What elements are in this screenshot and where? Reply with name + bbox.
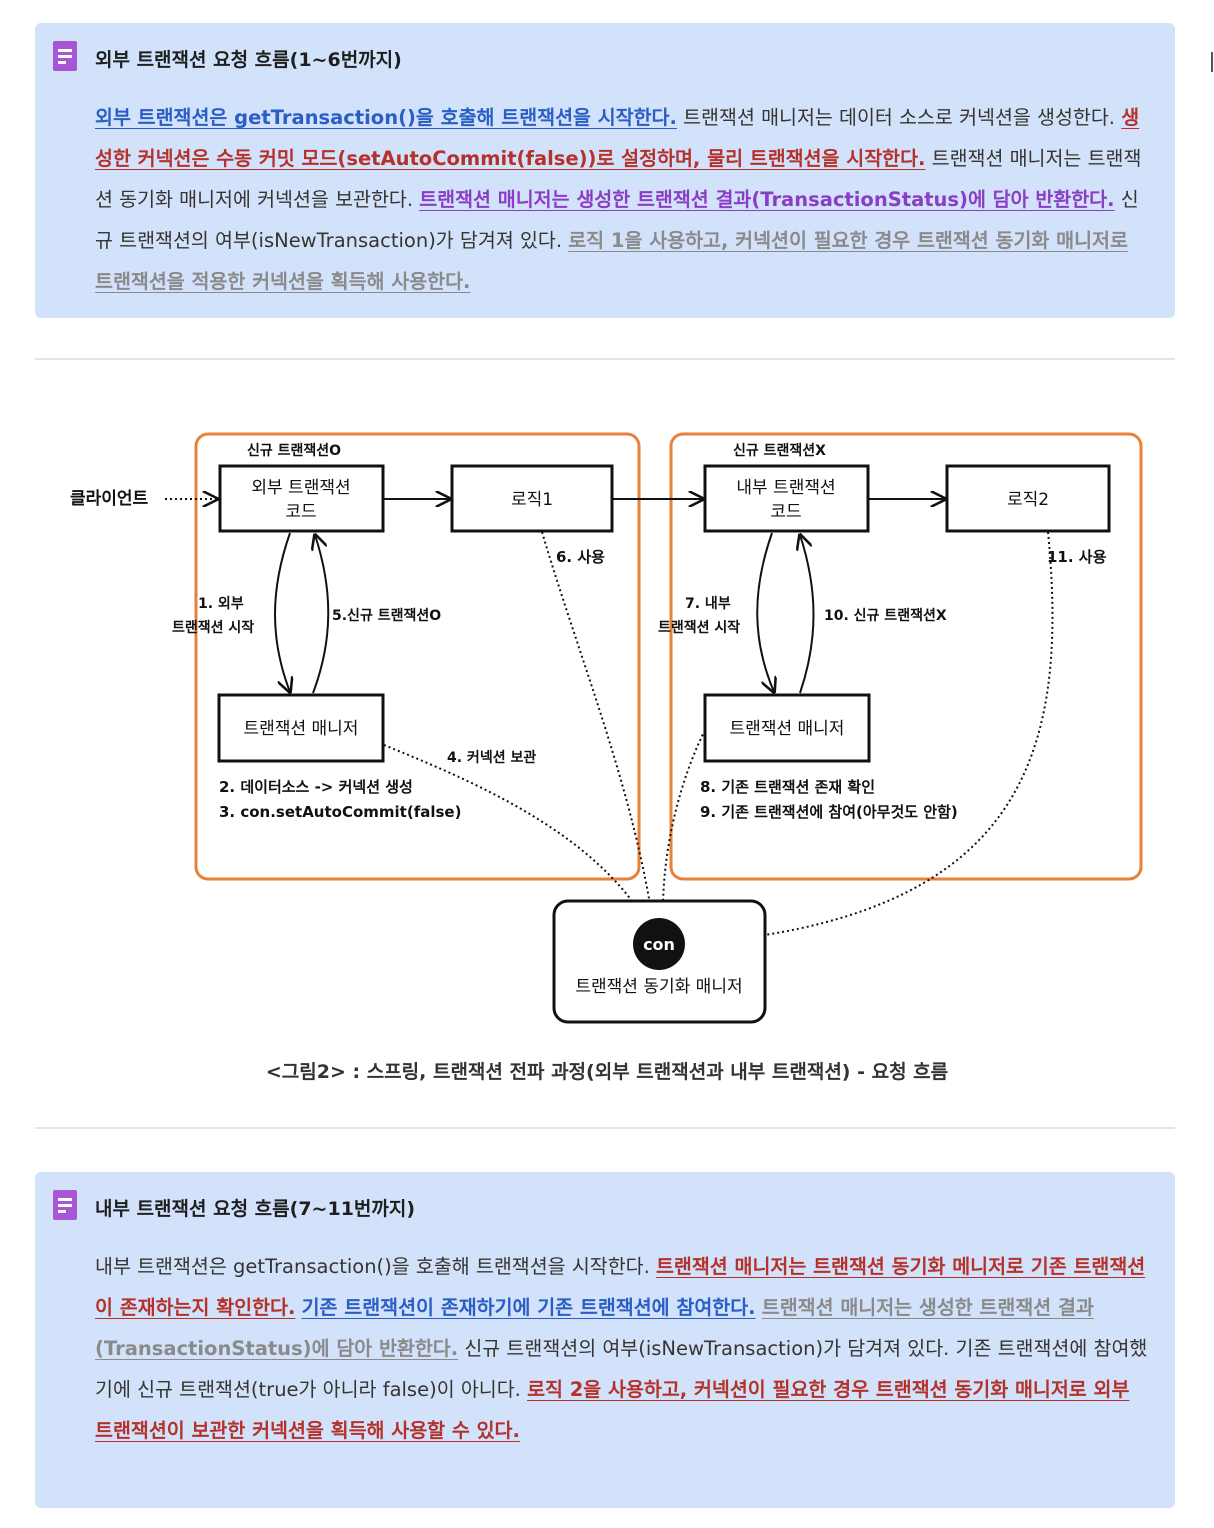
callout-body: 내부 트랜잭션은 getTransaction()을 호출해 트랜잭션을 시작한… <box>95 1246 1150 1451</box>
text-segment: 트랜잭션 매니저는 트랜잭션 동기화 매니저에 커넥션을 보관한다. <box>95 147 1142 211</box>
step2-label: 2. 데이터소스 -> 커넥션 생성 <box>219 778 413 796</box>
outer-code-line1: 외부 트랜잭션 <box>251 478 350 498</box>
client-label: 클라이언트 <box>70 489 149 509</box>
step6-label: 6. 사용 <box>556 548 605 566</box>
inner-code-line1: 내부 트랜잭션 <box>736 478 835 498</box>
connection-circle <box>633 918 685 970</box>
logic2-box <box>945 464 1111 533</box>
figure-caption: <그림2> : 스프링, 트랜잭션 전파 과정(외부 트랜잭션과 내부 트랜잭션… <box>265 1061 949 1083</box>
inner-code-line2: 코드 <box>770 502 801 522</box>
text-segment: 생성한 커넥션은 수동 커밋 모드(setAutoCommit(false))로… <box>95 106 1140 170</box>
outer-code-line2: 코드 <box>285 502 316 522</box>
text-segment: 트랜잭션 매니저는 생성한 트랜잭션 결과(TransactionStatus)… <box>419 188 1115 211</box>
arrow-step1 <box>274 532 290 692</box>
propagation-diagram: 신규 트랜잭션O 신규 트랜잭션X 클라이언트 외부 트랜잭션 코드 로직1 내… <box>70 432 1143 1024</box>
step9-label: 9. 기존 트랜잭션에 참여(아무것도 안함) <box>700 803 958 821</box>
text-segment: 트랜잭션 매니저는 트랜잭션 동기화 메니저로 기존 트랜잭션이 존재하는지 확… <box>95 1255 1146 1319</box>
callout-outer-flow: 외부 트랜잭션 요청 흐름(1~6번까지) 외부 트랜잭션은 getTransa… <box>35 23 1175 318</box>
step5-label: 5.신규 트랜잭션O <box>332 607 441 624</box>
connection-label: con <box>643 935 675 954</box>
callout-body: 외부 트랜잭션은 getTransaction()을 호출해 트랜잭션을 시작한… <box>95 97 1150 302</box>
outer-tm-label: 트랜잭션 매니저 <box>244 719 359 739</box>
text-segment: 로직 1을 사용하고, 커넥션이 필요한 경우 트랜잭션 동기화 매니저로 트랜… <box>95 229 1128 293</box>
page-icon <box>53 41 77 71</box>
divider <box>35 358 1175 360</box>
group-new-label: 신규 트랜잭션O <box>247 442 341 459</box>
step3-label: 3. con.setAutoCommit(false) <box>219 803 461 821</box>
step1-line2: 트랜잭션 시작 <box>172 619 254 636</box>
divider <box>35 1127 1175 1129</box>
sync-manager-label: 트랜잭션 동기화 매니저 <box>575 977 742 997</box>
arrow-step7 <box>756 532 774 692</box>
step1-line1: 1. 외부 <box>198 595 244 612</box>
callout-title: 내부 트랜잭션 요청 흐름(7~11번까지) <box>95 1198 416 1220</box>
page-icon <box>53 1190 77 1220</box>
text-segment: 트랜잭션 매니저는 데이터 소스로 커넥션을 생성한다. <box>676 106 1122 129</box>
step8-label: 8. 기존 트랜잭션 존재 확인 <box>700 778 875 796</box>
arrow-step5 <box>313 535 330 694</box>
callout-inner-flow: 내부 트랜잭션 요청 흐름(7~11번까지) 내부 트랜잭션은 getTrans… <box>35 1172 1175 1508</box>
group-new-transaction <box>194 432 641 881</box>
logic2-label: 로직2 <box>1007 490 1049 510</box>
callout-title: 외부 트랜잭션 요청 흐름(1~6번까지) <box>95 49 402 71</box>
text-segment: 신규 트랜잭션의 여부(isNewTransaction)가 담겨져 있다. 기… <box>95 1337 1148 1401</box>
edge-marker <box>1211 52 1213 72</box>
step11-label: 11. 사용 <box>1047 548 1107 566</box>
group-existing-transaction <box>669 432 1143 881</box>
dotted-step11 <box>686 531 1054 944</box>
arrow-step10 <box>800 535 815 694</box>
inner-tm-label: 트랜잭션 매니저 <box>730 719 845 739</box>
text-segment: 트랜잭션 매니저는 생성한 트랜잭션 결과(TransactionStatus)… <box>95 1296 1094 1360</box>
dotted-step4 <box>383 744 645 920</box>
text-segment: 내부 트랜잭션은 getTransaction()을 호출해 트랜잭션을 시작한… <box>95 1255 656 1278</box>
text-segment: 외부 트랜잭션은 getTransaction()을 호출해 트랜잭션을 시작한… <box>95 106 677 129</box>
inner-transaction-manager-box <box>703 693 871 763</box>
step4-label: 4. 커넥션 보관 <box>447 749 536 766</box>
step7-line1: 7. 내부 <box>685 596 731 612</box>
group-existing-label: 신규 트랜잭션X <box>733 442 826 459</box>
step10-label: 10. 신규 트랜잭션X <box>824 607 947 624</box>
text-segment: 로직 2을 사용하고, 커넥션이 필요한 경우 트랜잭션 동기화 매니저로 외부… <box>95 1378 1130 1442</box>
dotted-step6 <box>541 531 652 916</box>
outer-transaction-manager-box <box>217 693 385 763</box>
dotted-step8 <box>663 729 706 916</box>
step7-line2: 트랜잭션 시작 <box>658 619 740 636</box>
logic1-label: 로직1 <box>511 490 553 510</box>
text-segment: 신규 트랜잭션의 여부(isNewTransaction)가 담겨져 있다. <box>95 188 1139 252</box>
text-segment: 기존 트랜잭션이 존재하기에 기존 트랜잭션에 참여한다. <box>301 1296 756 1319</box>
